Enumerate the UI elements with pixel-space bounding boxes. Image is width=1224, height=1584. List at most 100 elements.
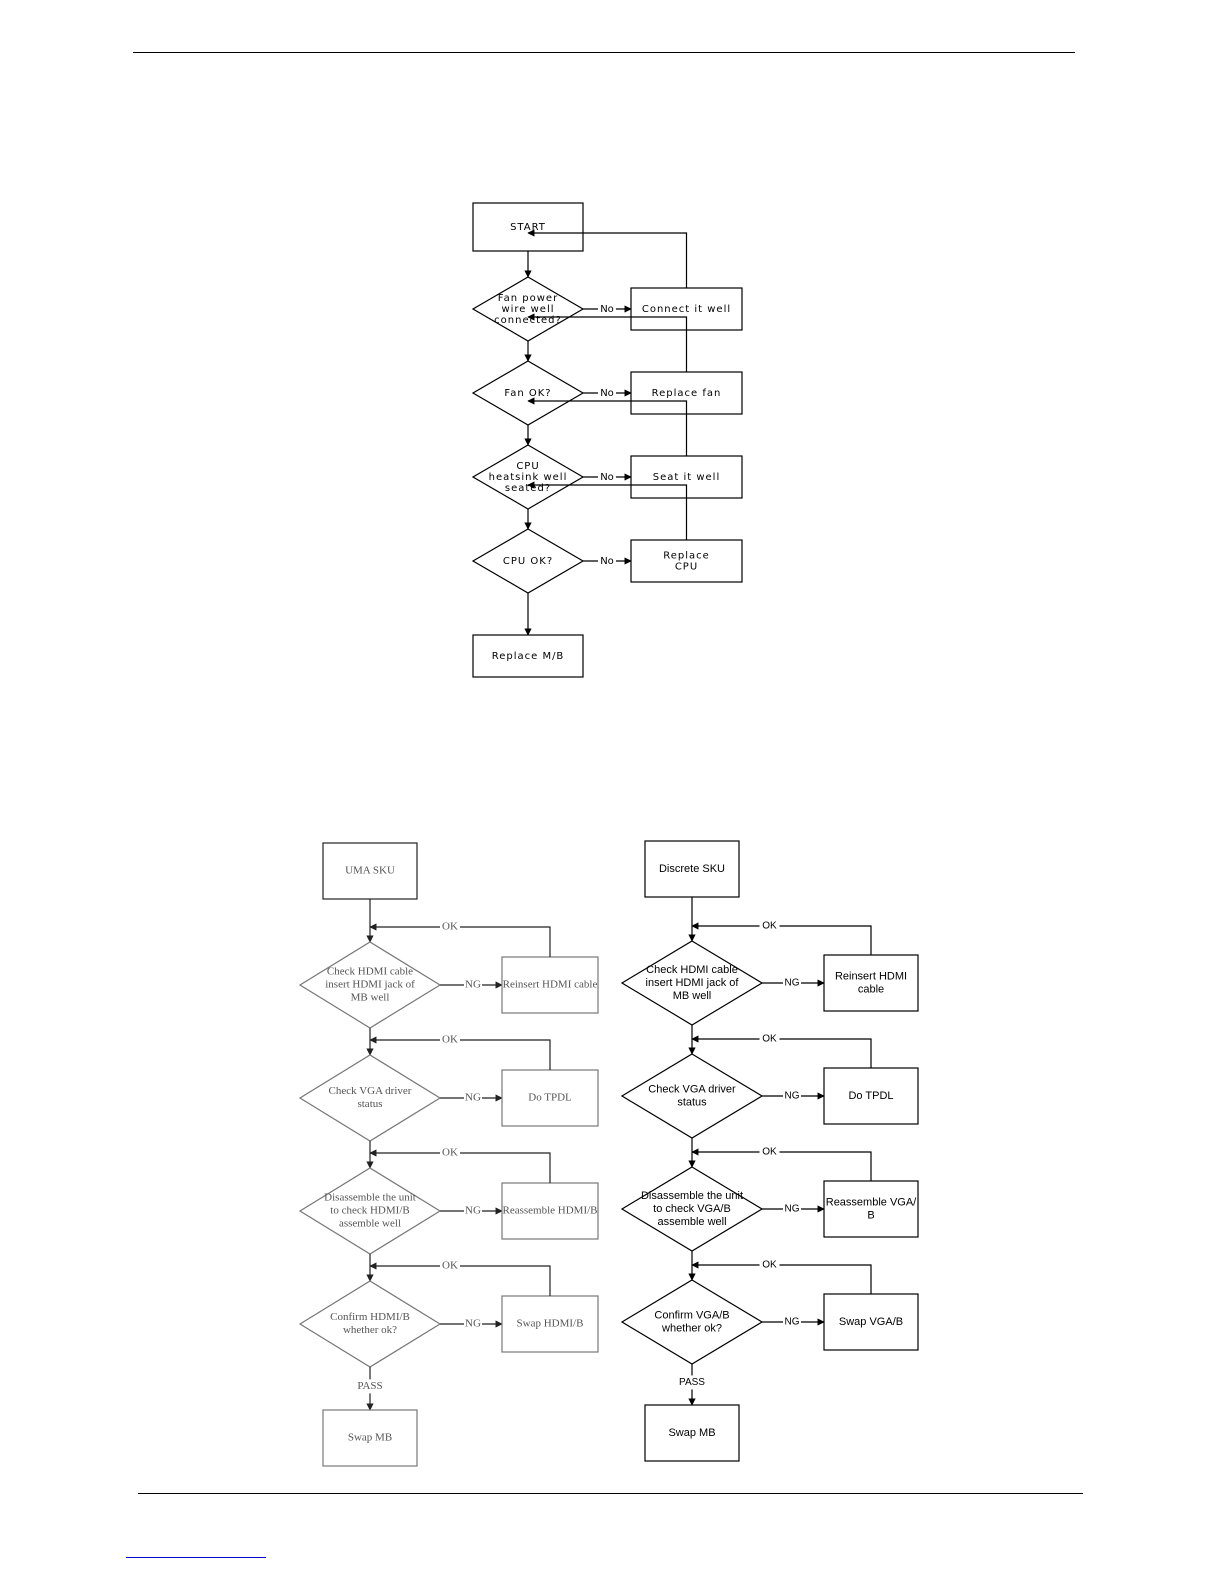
decision-label-line: insert HDMI jack of [646,977,740,989]
action-label-line: Replace fan [652,388,722,399]
loop-label-bg [759,1032,780,1046]
action-label-line: Do TPDL [528,1092,572,1104]
action-label: Connect it well [642,304,731,315]
action-label-line: Swap VGA/B [839,1316,903,1328]
return-arrow [691,922,872,955]
branch-label-bg [464,1204,482,1218]
decision-label-line: whether ok? [661,1322,722,1334]
decision-label-line: Confirm VGA/B [654,1309,729,1321]
return-arrow [527,397,688,456]
action-label: Do TPDL [528,1092,572,1104]
branch-label-bg [598,386,616,400]
branch-label: NG [465,1205,481,1217]
decision-label-line: status [357,1098,382,1110]
loop-label-bg [440,1033,460,1047]
return-arrow [527,481,688,540]
branch-label: NG [785,1204,800,1215]
decision-label-line: Confirm HDMI/B [330,1311,410,1323]
pass-label: PASS [357,1380,382,1392]
loop-label-bg [440,1146,460,1160]
action-label-line: Reinsert HDMI [835,970,907,982]
branch-label-bg [783,976,801,990]
end-label-line: Replace M/B [492,651,565,662]
action-label: Reassemble VGA/B [826,1196,917,1221]
action-label-line: Replace [663,551,710,562]
action-label: Swap VGA/B [839,1316,903,1328]
branch-label: No [600,472,614,483]
decision-label: CPU OK? [503,556,553,567]
decision-label-line: Check VGA driver [329,1085,412,1097]
decision-label-line: Check HDMI cable [646,964,738,976]
branch-label-bg [464,978,482,992]
branch-label-bg [598,554,616,568]
branch-label: No [600,556,614,567]
return-arrow [369,1149,551,1183]
action-label: Reassemble HDMI/B [502,1205,597,1217]
decision-label-line: seated? [505,483,551,494]
branch-label: NG [785,1317,800,1328]
decision-label-line: Fan power [498,293,558,304]
decision-label-line: CPU OK? [503,556,553,567]
start-label: START [510,222,546,233]
loop-label: OK [442,921,458,933]
footer-link-underline[interactable] [126,1557,266,1558]
branch-label-bg [464,1317,482,1331]
return-arrow [691,1261,872,1294]
action-label-line: Connect it well [642,304,731,315]
branch-label-bg [783,1089,801,1103]
return-arrow [691,1035,872,1068]
loop-label: OK [442,1147,458,1159]
decision-label-line: Disassemble the unit [641,1190,743,1202]
end-label-line: Swap MB [668,1427,715,1439]
return-arrow [527,229,688,288]
action-label: Seat it well [653,472,721,483]
branch-label-bg [783,1202,801,1216]
loop-label: OK [762,1260,777,1271]
start-box [644,840,740,898]
branch-label-bg [464,1091,482,1105]
branch-label: NG [465,1318,481,1330]
start-label-line: START [510,222,546,233]
branch-label: NG [785,1091,800,1102]
action-box [823,954,919,1012]
loop-label-bg [440,1259,460,1273]
decision-label-line: assemble well [339,1218,401,1230]
branch-label-bg [598,470,616,484]
end-label: Replace M/B [492,651,565,662]
action-label: Reinsert HDMI cable [503,979,598,991]
decision-label-line: connected? [494,315,562,326]
action-label: Do TPDL [848,1090,893,1102]
branch-label: No [600,304,614,315]
action-label-line: Reassemble HDMI/B [502,1205,597,1217]
action-label: Swap HDMI/B [517,1318,584,1330]
header-rule [133,52,1075,53]
decision-label-line: heatsink well [489,472,568,483]
return-arrow [369,1262,551,1296]
pass-label: PASS [679,1377,705,1388]
decision-label: Fan OK? [504,388,551,399]
loop-label: OK [762,1034,777,1045]
end-box [472,634,584,678]
decision-label-line: CPU [516,461,539,472]
decision-label-line: MB well [673,990,712,1002]
pass-label-bg [676,1375,708,1390]
action-box [823,1067,919,1125]
action-label-line: Do TPDL [848,1090,893,1102]
branch-label: No [600,388,614,399]
loop-label-bg [759,1145,780,1159]
loop-label: OK [442,1034,458,1046]
action-label-line: CPU [675,562,698,573]
branch-label: NG [785,978,800,989]
end-box [644,1404,740,1462]
